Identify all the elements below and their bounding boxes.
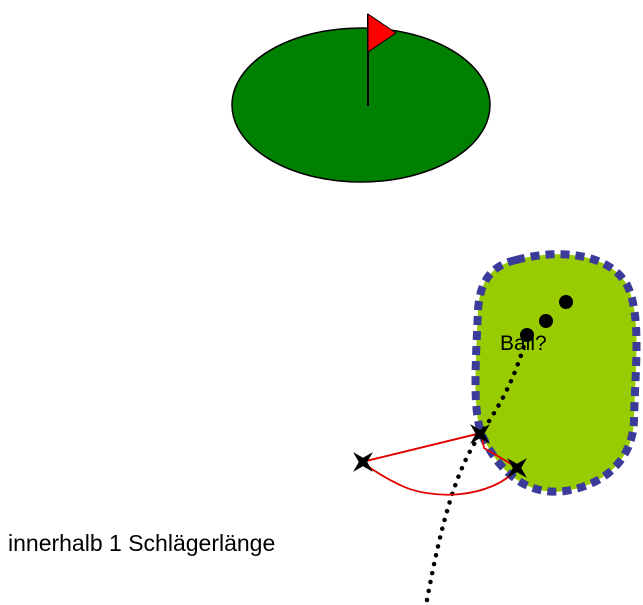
putting-green [231,27,491,183]
ball-dot-icon [559,295,573,309]
penalty-area [471,250,641,496]
flag-icon [367,13,397,53]
star-marker-icon [470,424,490,444]
relief-line-left [361,432,482,463]
star-marker-icon [353,452,373,472]
club-length-label: innerhalb 1 Schlägerlänge [8,530,275,556]
ball-dot-icon [539,314,553,328]
ball-dot-icon [520,328,534,342]
star-marker-icon [507,458,527,478]
ball-question-label: Ball? [500,332,547,355]
ball-path [424,332,530,603]
